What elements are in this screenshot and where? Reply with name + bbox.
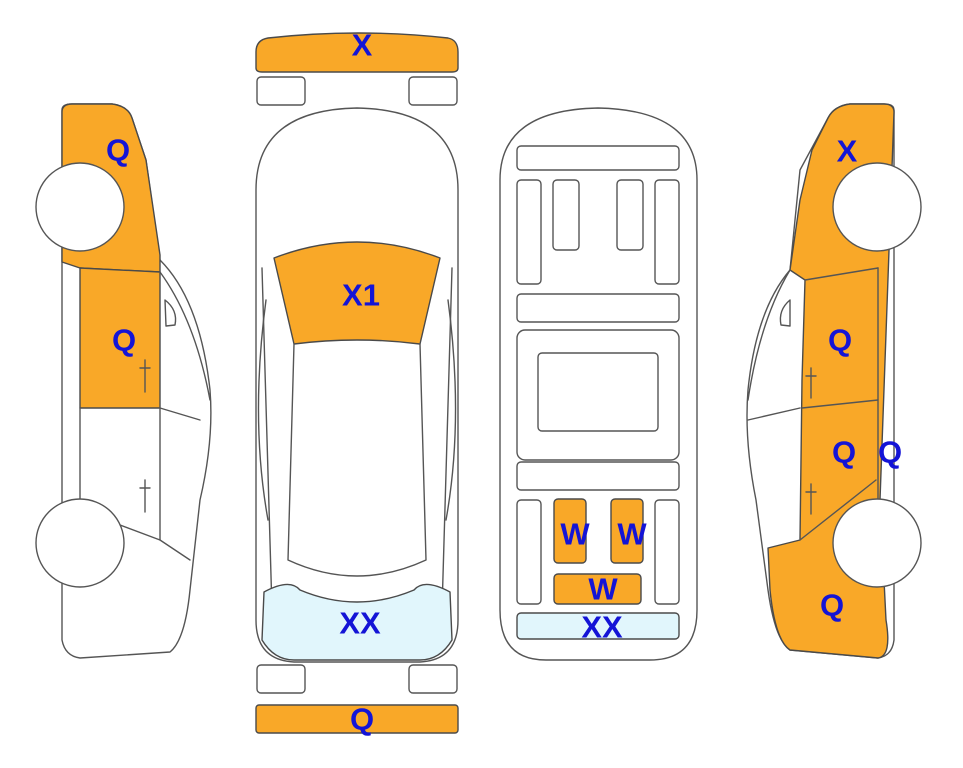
- underside-panel-right-damage[interactable]: [610, 498, 644, 564]
- underside-panel-right-label: W: [617, 517, 647, 552]
- underside-view: W W W XX: [499, 107, 698, 661]
- left-front-wheel: [35, 162, 125, 252]
- rear-window-area[interactable]: [261, 583, 453, 661]
- right-rocker-label: Q: [878, 435, 902, 470]
- rear-bumper-damage[interactable]: [255, 704, 459, 734]
- underside-center-label: W: [588, 572, 618, 607]
- right-front-door-label: Q: [828, 323, 852, 358]
- right-front-fender-label: X: [837, 134, 858, 169]
- left-side-view: Q Q: [35, 103, 212, 659]
- front-right-mirror: [408, 76, 458, 106]
- left-rear-wheel: [35, 498, 125, 588]
- left-front-fender-label: Q: [106, 133, 130, 168]
- right-rear-door-label: Q: [832, 435, 856, 470]
- front-bumper-damage[interactable]: [255, 32, 459, 73]
- underside-panel-left-label: W: [560, 517, 590, 552]
- underside-rear-area[interactable]: [516, 612, 680, 640]
- hood-top-damage[interactable]: [273, 241, 441, 345]
- rear-bumper-label: Q: [350, 702, 374, 737]
- top-view: X X1 XX Q: [255, 28, 459, 737]
- right-rear-quarter-label: Q: [820, 588, 844, 623]
- left-front-door-label: Q: [112, 323, 136, 358]
- underside-panel-left-damage[interactable]: [553, 498, 587, 564]
- right-front-wheel: [832, 162, 922, 252]
- rear-window-label: XX: [339, 606, 381, 641]
- front-bumper-label: X: [352, 28, 373, 63]
- underside-rear-label: XX: [581, 610, 623, 645]
- right-rear-wheel: [832, 498, 922, 588]
- hood-top-label: X1: [342, 278, 380, 313]
- right-side-view: X Q Q Q Q: [746, 103, 922, 659]
- front-left-mirror: [256, 76, 306, 106]
- rear-right-light: [408, 664, 458, 694]
- rear-left-light: [256, 664, 306, 694]
- underside-center-damage[interactable]: [553, 573, 642, 605]
